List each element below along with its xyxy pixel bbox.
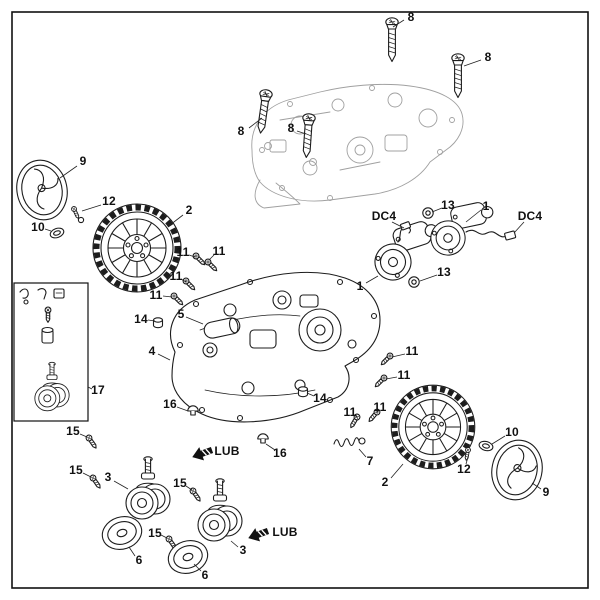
leader-line (306, 392, 315, 397)
leader-line (44, 228, 52, 232)
border-frame (11, 11, 589, 589)
leader-line (188, 254, 196, 258)
grommet-13 (422, 207, 434, 219)
leader-line (391, 353, 406, 358)
screw-11 (378, 351, 395, 368)
caster-assembly-3 (125, 456, 171, 520)
leader-line (157, 353, 171, 361)
leader-line (79, 433, 88, 438)
screw-11 (203, 257, 220, 274)
leader-line (353, 414, 358, 418)
leader-line (465, 209, 482, 223)
detail-box-17 (13, 282, 89, 422)
leader-line (390, 463, 404, 479)
leader-line (358, 448, 367, 458)
foot-16 (187, 405, 199, 416)
torx-screw-8 (299, 112, 317, 159)
leader-line (385, 376, 398, 380)
dc4-connector-cable (465, 229, 517, 241)
screw-11 (366, 407, 382, 424)
lub-arrow-icon (189, 442, 216, 465)
chassis-base-4 (170, 271, 381, 423)
foot-16 (257, 433, 269, 444)
leader-line (463, 59, 482, 67)
drive-wheel-2-right (391, 385, 475, 469)
leader-line (180, 278, 187, 283)
drive-wheel-2-left (93, 204, 181, 292)
leader-line (113, 480, 129, 490)
leader-line (365, 275, 379, 284)
washer-12-left (77, 216, 85, 224)
screw-11 (191, 251, 208, 268)
leader-line (185, 485, 193, 491)
screw-11 (372, 373, 389, 390)
leader-line (147, 319, 156, 322)
leader-line (82, 472, 92, 478)
drive-motor-1 (424, 199, 501, 259)
leader-line (491, 435, 506, 445)
leader-line (162, 295, 173, 298)
cap-10-right (478, 440, 494, 452)
leader-line (419, 274, 438, 282)
torx-screw-8 (385, 17, 399, 63)
leader-line (59, 165, 78, 179)
torx-screw-8 (253, 88, 274, 135)
leader-line (296, 130, 307, 135)
torx-screw-8 (451, 53, 465, 99)
leader-line (392, 19, 405, 28)
top-cover-ghost (251, 83, 464, 209)
cap-10-left (49, 227, 65, 239)
leader-line (169, 214, 184, 226)
leader-line (160, 534, 168, 539)
leader-line (431, 207, 443, 213)
grommet-13 (408, 276, 420, 288)
leader-line (208, 254, 215, 261)
screw-11 (181, 276, 198, 293)
caster-assembly-3 (197, 478, 243, 542)
roller-5 (203, 317, 241, 339)
screw-15 (84, 433, 99, 451)
leader-line (513, 221, 525, 234)
cap-14 (297, 386, 309, 398)
wheel-cap-9-right (485, 434, 549, 506)
spring-7 (333, 437, 366, 448)
leader-line (81, 204, 102, 212)
leader-line (465, 456, 469, 465)
leader-line (128, 546, 136, 557)
leader-line (531, 482, 542, 490)
leader-line (87, 386, 93, 390)
screw-15 (88, 473, 103, 491)
lub-arrow-icon (245, 523, 272, 546)
leader-line (391, 221, 405, 229)
wheel-cap-9-left (10, 154, 74, 226)
screw-11 (169, 291, 186, 308)
leader-lines (44, 19, 542, 572)
leader-line (193, 563, 202, 572)
leader-line (265, 443, 276, 451)
leader-line (185, 316, 204, 325)
leader-line (230, 540, 239, 548)
leader-line (376, 409, 379, 414)
leader-line (176, 406, 189, 412)
leader-line (248, 117, 263, 129)
cap-14 (152, 317, 164, 329)
